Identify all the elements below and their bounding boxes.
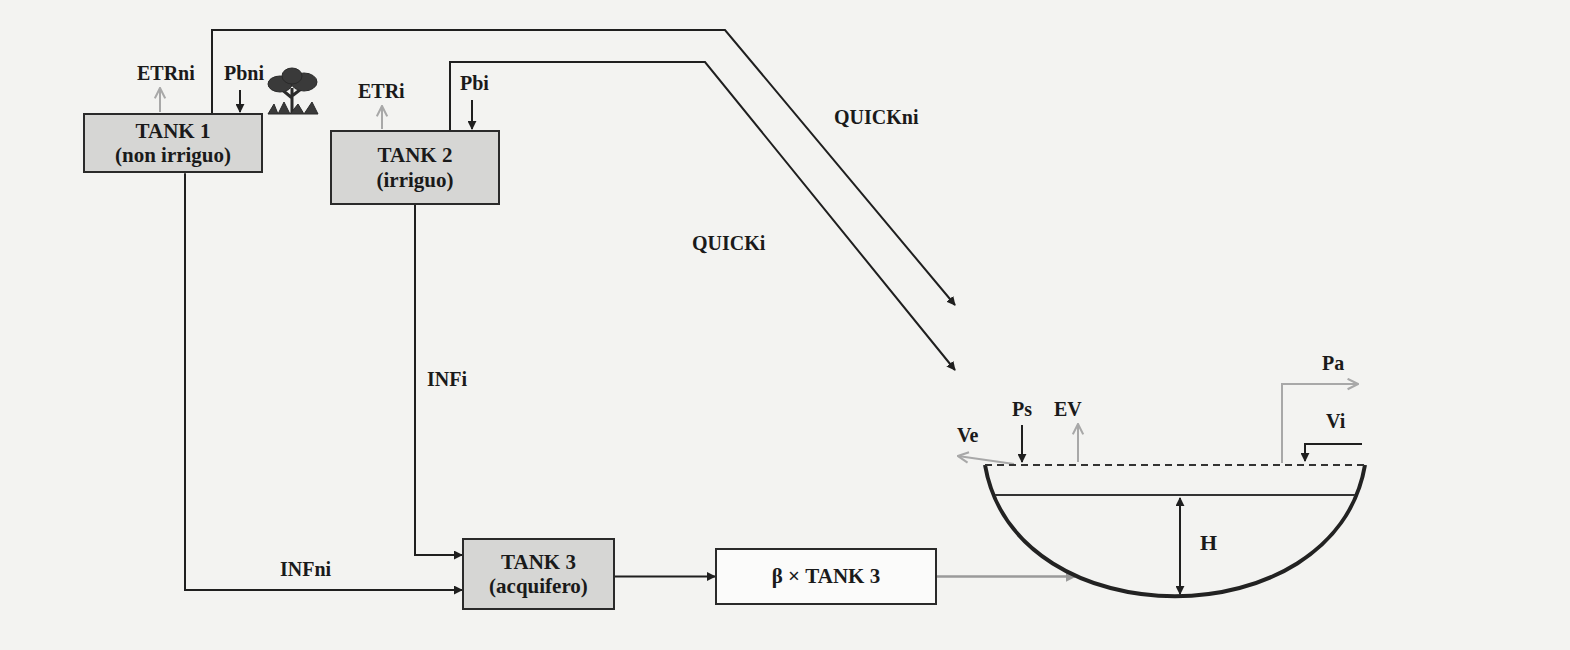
flow-label: QUICKni <box>832 106 920 129</box>
flux-label: Vi <box>1324 410 1347 433</box>
flux-label: Ve <box>955 424 980 447</box>
box-title: TANK 3 <box>501 550 576 574</box>
flow-connector <box>937 575 1075 578</box>
vi-arrow <box>1305 444 1362 461</box>
flow-connector <box>185 173 462 590</box>
flow-label: INFni <box>278 558 333 581</box>
flux-label: Pbni <box>222 62 266 85</box>
etr-arrow <box>381 106 383 129</box>
depth-arrow <box>1179 498 1181 594</box>
ve-arrow <box>958 456 1014 464</box>
process-box: β × TANK 3 <box>715 548 937 605</box>
etr-arrow <box>159 88 161 112</box>
flux-label: EV <box>1052 398 1084 421</box>
flow-connector <box>450 62 955 370</box>
flux-label: ETRi <box>356 80 407 103</box>
lake-outline <box>955 290 1370 605</box>
plant-leaves <box>282 68 302 84</box>
flux-label: Pbi <box>458 72 491 95</box>
plant-illustration <box>268 68 318 114</box>
box-subtitle: (non irriguo) <box>115 143 231 167</box>
basin-curve <box>985 465 1365 596</box>
flux-label: Pa <box>1320 352 1346 375</box>
flux-label: ETRni <box>135 62 197 85</box>
ev-arrow <box>1077 424 1079 462</box>
pb-arrow <box>239 90 241 112</box>
flow-label: QUICKi <box>690 232 767 255</box>
tank-box: TANK 1(non irriguo) <box>83 113 263 173</box>
box-title: TANK 2 <box>378 143 453 167</box>
plant-grass <box>268 102 318 114</box>
tank-box: TANK 3(acquifero) <box>462 538 615 610</box>
depth-label: H <box>1200 530 1217 556</box>
box-subtitle: (irriguo) <box>377 168 454 192</box>
box-title: β × TANK 3 <box>772 564 880 589</box>
ps-arrow <box>1021 425 1023 462</box>
flow-connector <box>615 576 715 578</box>
water-level <box>995 494 1355 496</box>
flux-arrows <box>160 88 1362 464</box>
box-title: TANK 1 <box>136 119 211 143</box>
flow-label: INFi <box>425 368 469 391</box>
pa-arrow <box>1282 384 1358 463</box>
flux-label: Ps <box>1010 398 1034 421</box>
box-subtitle: (acquifero) <box>489 574 588 598</box>
tank-box: TANK 2(irriguo) <box>330 130 500 205</box>
max-level-dashed <box>985 464 1365 466</box>
flow-connector <box>212 30 955 305</box>
lake-basin: H <box>955 290 1370 605</box>
pb-arrow <box>471 100 473 129</box>
